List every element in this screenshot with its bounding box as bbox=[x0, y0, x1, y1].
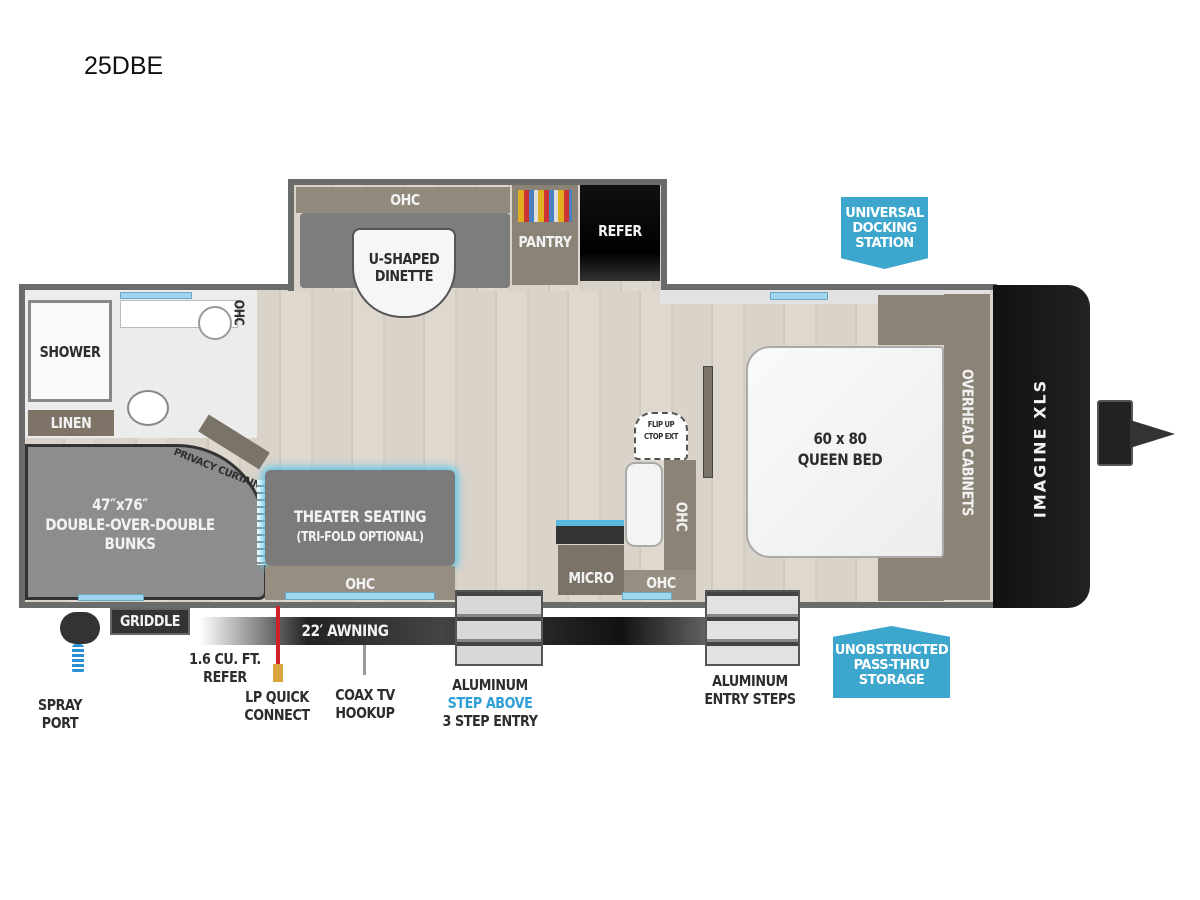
bed-size-label: 60 x 80 bbox=[813, 429, 867, 448]
lp-connector bbox=[273, 664, 283, 682]
pass-thru-storage-callout: UNOBSTRUCTED PASS-THRU STORAGE bbox=[833, 626, 950, 698]
sink bbox=[198, 306, 232, 340]
window bbox=[285, 592, 435, 600]
shower-label: SHOWER bbox=[39, 343, 101, 361]
toilet bbox=[127, 390, 169, 426]
dinette-table bbox=[352, 228, 456, 318]
step-label-2: STEP ABOVE bbox=[447, 694, 533, 712]
universal-docking-callout: UNIVERSAL DOCKING STATION bbox=[841, 197, 928, 269]
queen-bed bbox=[746, 346, 944, 558]
model-title: 25DBE bbox=[84, 52, 164, 80]
stove bbox=[556, 520, 624, 544]
storage-line-1: UNOBSTRUCTED bbox=[834, 643, 949, 658]
refrigerator bbox=[580, 185, 660, 281]
brand-logo: IMAGINE XLS bbox=[1030, 378, 1050, 519]
ohc-label: OHC bbox=[390, 191, 420, 209]
spray-port-reel bbox=[60, 612, 100, 644]
bunks-size-label: 47″x76″ bbox=[92, 495, 148, 514]
bath-ohc-label: OHC bbox=[230, 299, 246, 326]
hitch-tongue bbox=[1130, 420, 1175, 448]
overhead-cabinets bbox=[944, 294, 990, 600]
step-label-1: ALUMINUM bbox=[452, 676, 528, 694]
theater-seating bbox=[265, 470, 455, 566]
linen-cabinet bbox=[28, 410, 114, 436]
microwave bbox=[558, 545, 624, 595]
docking-line-2: DOCKING bbox=[852, 221, 917, 236]
storage-line-2: PASS-THRU bbox=[853, 658, 930, 673]
kitchen-sink bbox=[625, 462, 663, 547]
entry-steps-label-2: ENTRY STEPS bbox=[704, 690, 796, 708]
nightstand-top bbox=[878, 295, 944, 345]
coax-line bbox=[363, 645, 366, 675]
bunks-label: DOUBLE-OVER-DOUBLE BUNKS bbox=[45, 515, 215, 553]
shower bbox=[28, 300, 112, 402]
bunks bbox=[25, 444, 267, 600]
window bbox=[622, 592, 672, 600]
coax-label-2: HOOKUP bbox=[335, 704, 395, 722]
kitchen-ohc-label: OHC bbox=[646, 574, 676, 592]
linen-label: LINEN bbox=[50, 414, 92, 432]
dinette-label: U-SHAPED DINETTE bbox=[368, 250, 440, 285]
window bbox=[78, 594, 144, 601]
theater-note-label: (TRI-FOLD OPTIONAL) bbox=[296, 530, 424, 545]
theater-ohc-label: OHC bbox=[345, 575, 375, 593]
window bbox=[120, 292, 192, 299]
small-refer-label-2: REFER bbox=[203, 668, 247, 686]
micro-label: MICRO bbox=[568, 569, 614, 587]
window bbox=[770, 292, 828, 300]
nightstand-bottom bbox=[878, 553, 944, 601]
lp-quick-connect-label-1: LP QUICK bbox=[245, 688, 309, 706]
step-label-3: 3 STEP ENTRY bbox=[442, 712, 538, 730]
dinette-ohc bbox=[296, 187, 510, 213]
spray-port-label-1: SPRAY bbox=[37, 696, 83, 714]
griddle-label: GRIDDLE bbox=[119, 612, 181, 630]
front-cap bbox=[993, 285, 1090, 608]
overhead-cabinets-label: OVERHEAD CABINETS bbox=[958, 369, 977, 516]
entry-steps bbox=[705, 590, 800, 666]
flip-up-countertop-ext bbox=[634, 412, 688, 460]
lp-line bbox=[276, 606, 280, 666]
entry-steps-label-1: ALUMINUM bbox=[712, 672, 788, 690]
wardrobe-panel bbox=[703, 366, 713, 478]
hitch-jack bbox=[1097, 400, 1133, 466]
awning-label: 22′ AWNING bbox=[301, 621, 389, 640]
docking-line-3: STATION bbox=[855, 236, 914, 251]
pantry-label: PANTRY bbox=[518, 233, 572, 251]
griddle bbox=[110, 608, 190, 635]
coax-label-1: COAX TV bbox=[335, 686, 395, 704]
docking-line-1: UNIVERSAL bbox=[845, 206, 924, 221]
small-refer-label-1: 1.6 CU. FT. bbox=[189, 650, 261, 668]
refer-label: REFER bbox=[598, 222, 642, 240]
storage-line-3: STORAGE bbox=[858, 673, 925, 688]
bed-label: QUEEN BED bbox=[797, 450, 883, 469]
step-above-entry bbox=[455, 590, 543, 666]
ctop-ext-label: CTOP EXT bbox=[644, 432, 678, 441]
kitchen-side-ohc-label: OHC bbox=[672, 501, 691, 532]
lp-quick-connect-label-2: CONNECT bbox=[244, 706, 310, 724]
flip-up-label: FLIP UP bbox=[647, 420, 675, 429]
kitchen-ohc bbox=[664, 460, 696, 570]
spray-hose bbox=[72, 644, 84, 674]
theater-seating-label: THEATER SEATING bbox=[293, 507, 427, 526]
spray-port-label-2: PORT bbox=[41, 714, 79, 732]
pantry-items bbox=[518, 190, 572, 222]
